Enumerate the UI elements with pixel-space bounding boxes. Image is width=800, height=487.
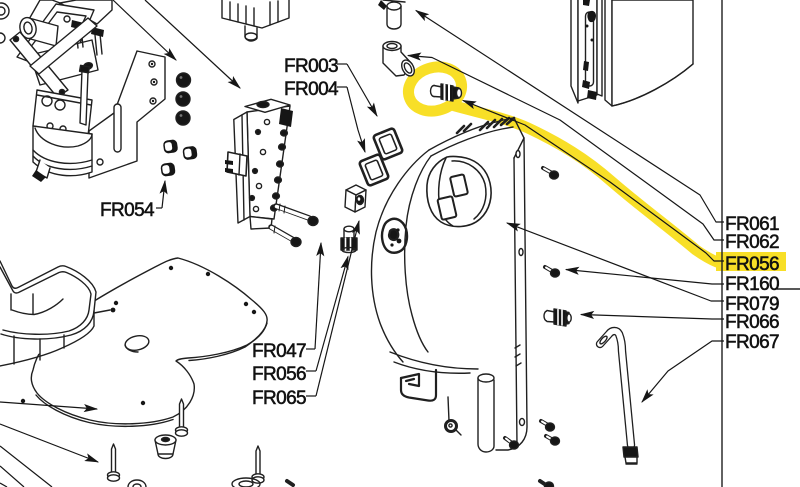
svg-text:FR067: FR067	[725, 332, 779, 353]
svg-text:FR003: FR003	[284, 56, 338, 77]
svg-text:FR066: FR066	[725, 312, 779, 333]
svg-text:FR065: FR065	[252, 388, 306, 409]
svg-text:FR054: FR054	[100, 200, 155, 221]
svg-text:FR079: FR079	[725, 294, 779, 315]
svg-text:FR062: FR062	[725, 232, 779, 253]
svg-text:FR160: FR160	[725, 274, 779, 295]
svg-text:FR061: FR061	[725, 214, 779, 235]
svg-text:FR047: FR047	[252, 341, 306, 362]
svg-text:FR056: FR056	[725, 254, 779, 275]
svg-text:FR056: FR056	[252, 364, 306, 385]
svg-text:FR004: FR004	[284, 79, 339, 100]
